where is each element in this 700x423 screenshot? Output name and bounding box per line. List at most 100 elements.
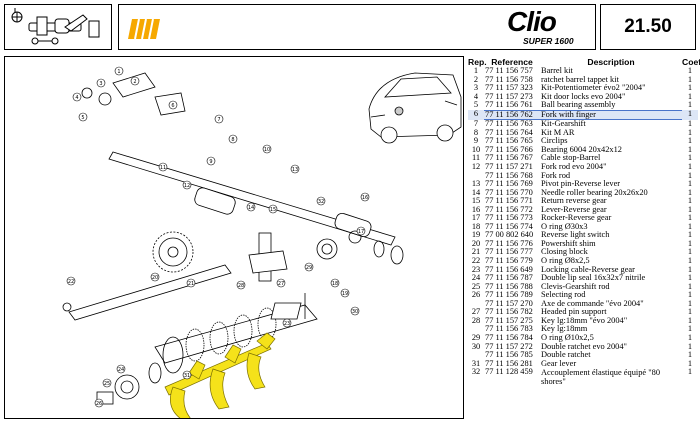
part-reference: 77 11 156 784 bbox=[485, 333, 533, 342]
callout-number: 23 bbox=[284, 321, 290, 327]
part-description: O ring Ø30x3 bbox=[541, 222, 588, 231]
part-reference: 77 11 156 772 bbox=[485, 205, 533, 214]
part-description: Fork rod evo 2004" bbox=[541, 163, 607, 172]
table-row[interactable]: 18 77 11 156 774 O ring Ø30x3 1 bbox=[468, 223, 698, 232]
part-coef: 1 bbox=[687, 137, 693, 146]
part-description: Clevis-Gearshift rod bbox=[541, 282, 610, 291]
part-rep bbox=[468, 172, 484, 181]
part-description: Fork rod bbox=[541, 171, 571, 180]
callout-number: 5 bbox=[81, 115, 84, 121]
part-description: Selecting rod bbox=[541, 291, 586, 300]
part-reference: 77 11 156 782 bbox=[485, 308, 533, 317]
part-rep: 27 bbox=[471, 308, 481, 317]
category-icon-box bbox=[4, 4, 112, 50]
part-coef: 1 bbox=[687, 92, 693, 101]
part-reference: 77 11 156 773 bbox=[485, 214, 533, 223]
part-coef: 1 bbox=[687, 291, 693, 300]
part-reference: 77 11 156 774 bbox=[485, 222, 533, 231]
header-banner: Clio SUPER 1600 bbox=[118, 4, 596, 50]
callout-number: 15 bbox=[270, 207, 276, 213]
part-description: Double ratchet evo 2004" bbox=[541, 342, 627, 351]
callout-number: 21 bbox=[188, 281, 194, 287]
part-reference: 77 11 156 758 bbox=[485, 75, 533, 84]
part-coef: 1 bbox=[687, 188, 693, 197]
part-coef: 1 bbox=[687, 180, 693, 189]
part-rep: 26 bbox=[471, 291, 481, 300]
part-reference: 77 11 156 776 bbox=[485, 239, 533, 248]
part-rep: 28 bbox=[471, 316, 481, 325]
part-description: Reverse light switch bbox=[541, 231, 610, 240]
part-reference: 77 11 157 271 bbox=[485, 163, 533, 172]
part-description: Pivot pin-Reverse lever bbox=[541, 180, 621, 189]
part-description: Gear lever bbox=[541, 359, 577, 368]
part-coef: 1 bbox=[687, 222, 693, 231]
part-description: Headed pin support bbox=[541, 308, 607, 317]
callout-number: 20 bbox=[152, 275, 158, 281]
part-coef: 1 bbox=[687, 274, 693, 283]
part-rep: 32 bbox=[471, 368, 481, 377]
part-rep: 24 bbox=[471, 274, 481, 283]
col-coef-header: Coef bbox=[682, 56, 700, 67]
callout-number: 3 bbox=[99, 81, 102, 87]
part-coef: 1 bbox=[687, 342, 693, 351]
part-description: Fork with finger bbox=[540, 109, 682, 121]
part-coef: 1 bbox=[687, 205, 693, 214]
part-coef: 1 bbox=[687, 84, 693, 93]
renault-sport-stripes-icon bbox=[128, 18, 160, 40]
part-rep: 18 bbox=[471, 222, 481, 231]
table-row[interactable]: 26 77 11 156 789 Selecting rod 1 bbox=[468, 291, 698, 300]
part-rep: 19 bbox=[471, 231, 481, 240]
part-reference: 77 11 156 765 bbox=[485, 137, 533, 146]
part-rep: 12 bbox=[471, 163, 481, 172]
col-ref-header: Reference bbox=[491, 56, 533, 67]
callout-number: 18 bbox=[332, 281, 338, 287]
part-description: Key lg:18mm "évo 2004" bbox=[541, 316, 628, 325]
part-coef: 1 bbox=[687, 239, 693, 248]
callout-number: 7 bbox=[217, 117, 220, 123]
part-rep: 21 bbox=[471, 248, 481, 257]
part-rep: 25 bbox=[471, 282, 481, 291]
callout-number: 28 bbox=[238, 283, 244, 289]
part-coef: 1 bbox=[687, 359, 693, 368]
part-description: Kit M AR bbox=[541, 128, 575, 137]
part-reference: 77 11 156 789 bbox=[485, 291, 533, 300]
part-reference: 77 11 156 762 bbox=[484, 109, 540, 121]
page-number-box: 21.50 bbox=[600, 4, 696, 50]
part-reference: 77 11 157 272 bbox=[485, 342, 533, 351]
